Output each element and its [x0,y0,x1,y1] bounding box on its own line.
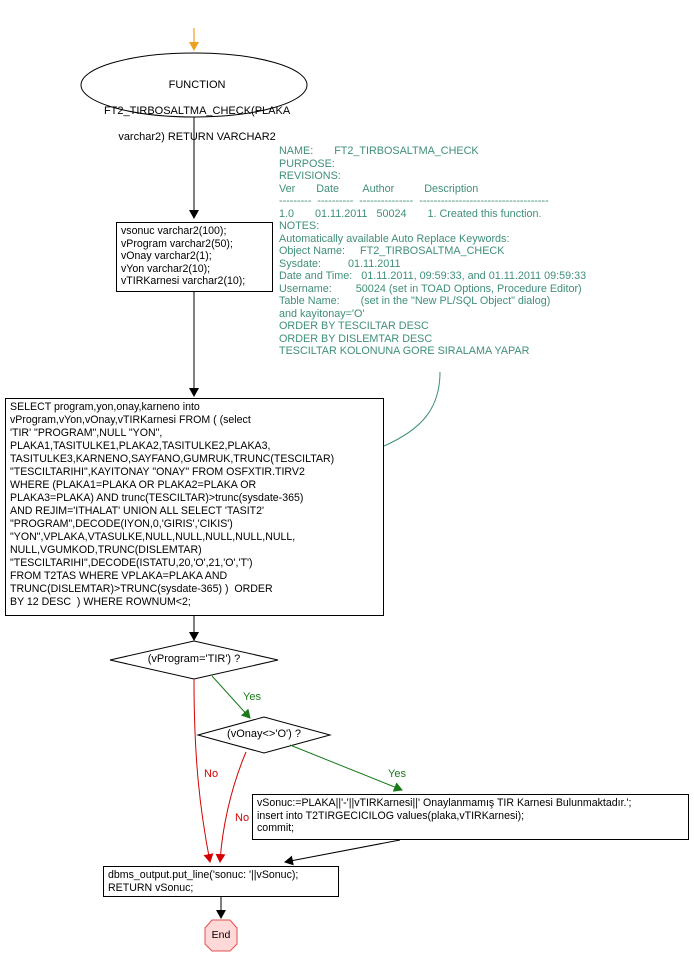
note-line: ORDER BY DISLEMTAR DESC [279,332,433,345]
note-line: REVISIONS: [279,170,341,182]
note-line: PURPOSE: [279,157,335,170]
insert-box[interactable]: vSonuc:=PLAKA||'-'||vTIRKarnesi||' Onayl… [252,794,689,840]
note-line: Date and Time: 01.11.2011, 09:59:33, and… [279,270,587,282]
decision2-label: (vOnay<>'O') ? [227,728,301,740]
note-line: ORDER BY TESCILTAR DESC [279,320,429,332]
edge-label-no-2: No [235,812,250,824]
edge-insert-to-output [284,839,401,866]
decision2-diamond[interactable] [196,716,332,754]
note-line: Automatically available Auto Replace Key… [279,232,510,245]
edge-decision1-no [193,678,214,863]
end-octagon[interactable] [204,919,238,952]
edge-label-yes-2: Yes [388,768,406,780]
edge-decision1-yes [211,675,251,719]
output-box[interactable]: dbms_output.put_line('sonuc: '||vSonuc);… [103,866,339,897]
note-line: Object Name: FT2_TIRBOSALTMA_CHECK [279,245,505,257]
note-line: Username: 50024 (set in TOAD Options, Pr… [279,282,582,295]
edge-decision2-no [215,751,247,863]
decision1-label: (vProgram='TIR') ? [147,653,241,665]
end-label: End [211,929,231,941]
edge-label-no-1: No [204,768,219,780]
note-line: Ver Date Author Description [279,182,479,195]
note-connector [383,371,441,447]
start-line-1: FUNCTION [168,79,226,91]
select-query-box[interactable]: SELECT program,yon,onay,karneno into vPr… [5,398,384,616]
edge-label-yes-1: Yes [243,691,261,703]
note-line: TESCILTAR KOLONUNA GORE SIRALAMA YAPAR [279,345,530,357]
note-line: Sysdate: 01.11.2011 [279,257,401,270]
note-line: 1.0 01.11.2011 50024 1. Created this fun… [279,207,542,220]
start-label: FUNCTION FT2_TIRBOSALTMA_CHECK(PLAKA var… [81,66,307,144]
decision1-diamond[interactable] [109,640,279,680]
note-line: NOTES: [279,220,320,232]
start-line-2: FT2_TIRBOSALTMA_CHECK(PLAKA [103,105,291,117]
note-line: Table Name: (set in the "New PL/SQL Obje… [279,295,551,307]
start-line-3: varchar2) RETURN VARCHAR2 [118,131,276,143]
declare-box[interactable]: vsonuc varchar2(100); vProgram varchar2(… [116,222,273,292]
note-line: --------- ---------- --------------- ---… [279,195,549,207]
edge-decision2-yes [289,744,403,792]
note-line: NAME: FT2_TIRBOSALTMA_CHECK [279,145,479,157]
note-line: and kayitonay='O' [279,307,365,320]
